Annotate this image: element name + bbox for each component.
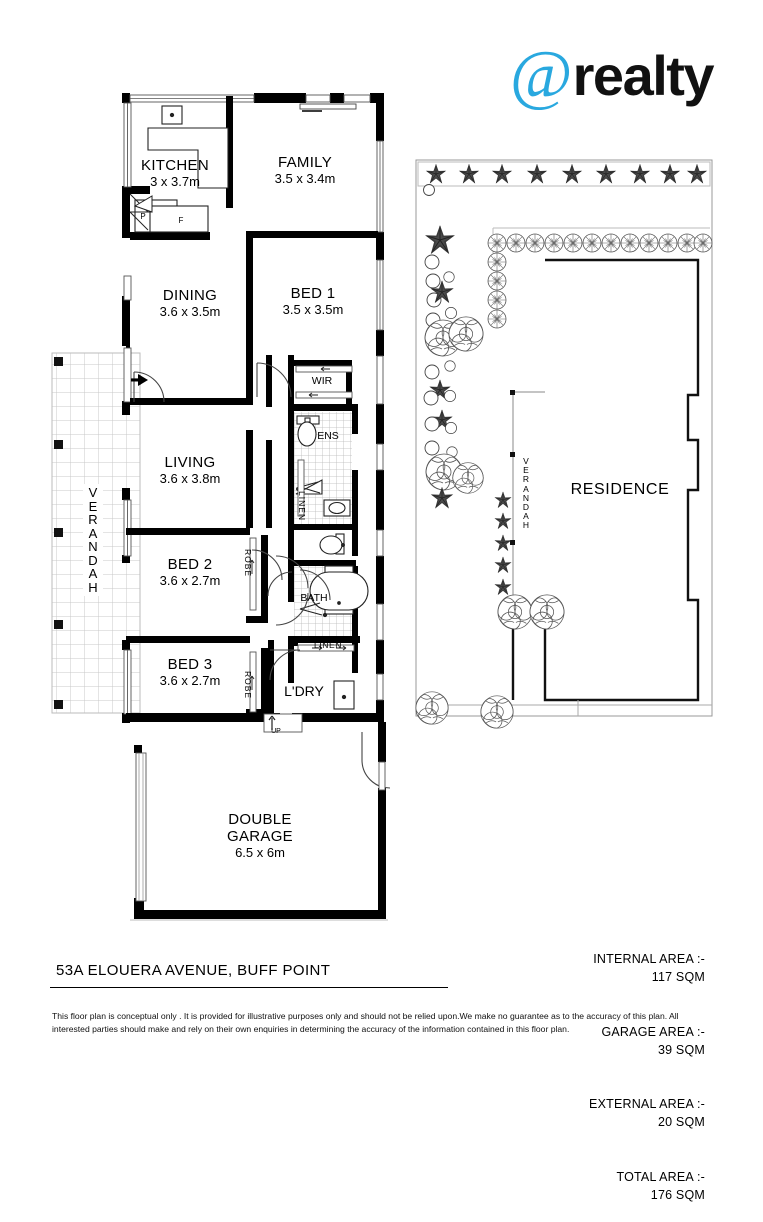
label-bath: BATH [292, 592, 336, 604]
verandah-letter-r: R [84, 513, 102, 527]
area-value-internal: 117 SQM [652, 970, 705, 984]
verandah-letter-e: E [84, 500, 102, 514]
area-row-total: TOTAL AREA :- 176 SQM [460, 1150, 705, 1222]
area-row-internal: INTERNAL AREA :- 117 SQM [460, 932, 705, 1005]
area-summary: INTERNAL AREA :- 117 SQM GARAGE AREA :- … [460, 932, 705, 1222]
room-label-family: FAMILY 3.5 x 3.4m [240, 155, 370, 186]
disclaimer-text: This floor plan is conceptual only . It … [52, 1010, 712, 1037]
site-label-verandah: V E R A N D A H [518, 455, 534, 532]
room-label-bed2: BED 2 3.6 x 2.7m [131, 557, 249, 588]
site-verandah-letter-h: H [519, 521, 533, 530]
area-row-external: EXTERNAL AREA :- 20 SQM [460, 1077, 705, 1150]
label-pantry: P [136, 212, 150, 221]
site-plan [416, 160, 712, 728]
room-label-living: LIVING 3.6 x 3.8m [131, 455, 249, 486]
area-value-garage: 39 SQM [658, 1043, 705, 1057]
label-fridge: F [174, 216, 188, 225]
residence-footprint [513, 260, 698, 700]
verandah-letter-d: D [84, 554, 102, 568]
room-label-kitchen: KITCHEN 3 x 3.7m [120, 158, 230, 189]
floor-plan-drawing [0, 0, 763, 1080]
label-robe-bed3: ROBE [243, 662, 253, 708]
verandah-letter-n: N [84, 540, 102, 554]
site-top-plants [424, 165, 707, 196]
room-label-bed3: BED 3 3.6 x 2.7m [131, 657, 249, 688]
room-label-bed1: BED 1 3.5 x 3.5m [250, 286, 376, 317]
label-linen-lower: LINEN [306, 640, 350, 650]
address-underline [50, 987, 448, 988]
label-linen-upper: LINEN [297, 484, 307, 528]
label-robe-bed2: ROBE [243, 540, 253, 586]
property-address: 53A ELOUERA AVENUE, BUFF POINT [56, 962, 456, 979]
label-ens: ENS [306, 430, 350, 442]
room-label-dining: DINING 3.6 x 3.5m [131, 288, 249, 319]
verandah-letter-v: V [84, 486, 102, 500]
site-label-residence: RESIDENCE [555, 481, 685, 499]
verandah-letter-a1: A [84, 527, 102, 541]
room-label-double-garage: DOUBLE GARAGE 6.5 x 6m [200, 812, 320, 860]
label-up: UP [264, 728, 288, 735]
area-label-external: EXTERNAL AREA :- [589, 1097, 705, 1111]
area-label-total: TOTAL AREA :- [616, 1170, 705, 1184]
label-laundry: L'DRY [278, 683, 330, 699]
label-verandah: V E R A N D A H [83, 484, 103, 596]
label-wir: WIR [300, 375, 344, 387]
verandah-letter-a2: A [84, 567, 102, 581]
area-value-total: 176 SQM [651, 1188, 705, 1202]
verandah-letter-h: H [84, 581, 102, 595]
area-value-external: 20 SQM [658, 1115, 705, 1129]
area-label-internal: INTERNAL AREA :- [593, 952, 705, 966]
